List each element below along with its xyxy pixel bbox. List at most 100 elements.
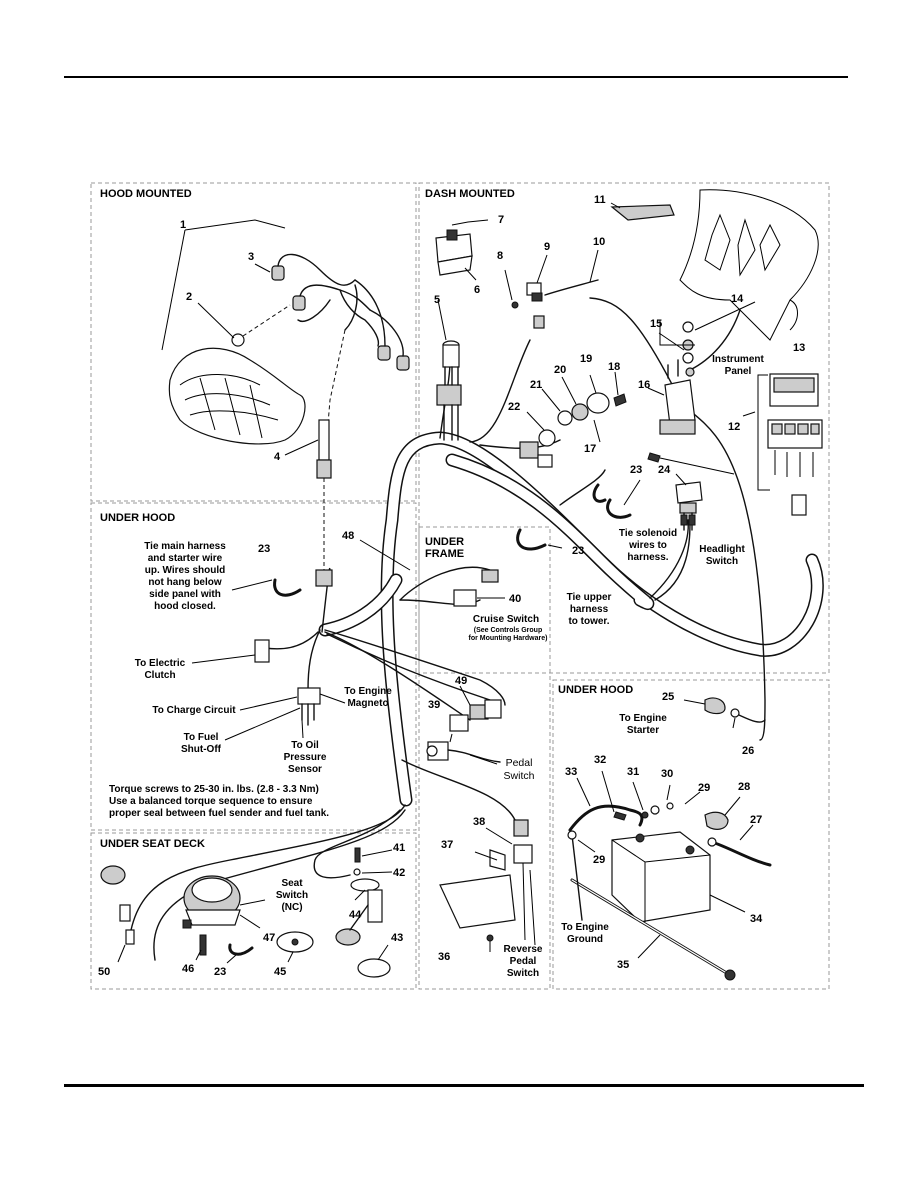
clutch-connector [254,639,270,663]
note-tie-main-4: not hang below [148,577,222,588]
callout-29a: 29 [698,782,710,794]
panel-under-seat-deck [90,832,417,990]
panel-dash-mounted [418,182,830,674]
callout-29b: 29 [593,854,605,866]
callout-36: 36 [438,951,450,963]
panel-title-under-frame-1: UNDER [425,536,464,548]
note-reverse-pedal-3: Switch [507,968,539,979]
note-cruise-ref-2: for Mounting Hardware) [469,635,548,642]
callout-30: 30 [661,768,673,780]
callout-33: 33 [565,766,577,778]
note-engine-magneto-1: To Engine [344,686,392,697]
panel-hood-mounted [90,182,417,502]
callout-44: 44 [349,909,362,921]
battery [611,831,711,923]
callout-39: 39 [428,699,440,711]
note-engine-magneto-2: Magneto [347,698,388,709]
branch-wires [129,279,766,961]
part-18 [613,393,627,407]
note-oil-pressure-1: To Oil [291,740,319,751]
callout-35: 35 [617,959,629,971]
connector-38 [513,819,529,837]
callout-11: 11 [594,194,606,206]
callout-20: 20 [554,364,566,376]
callout-numbers: 1 2 3 4 5 6 7 8 9 10 11 12 13 14 15 16 1… [98,194,805,978]
panel-title-under-hood-left: UNDER HOOD [100,512,175,524]
callout-23d: 23 [214,966,226,978]
note-fuel-shutoff-2: Shut-Off [181,744,222,755]
callout-46: 46 [182,963,194,975]
note-oil-pressure-2: Pressure [284,752,327,763]
under-hood-left-parts [191,569,346,741]
part-50 [100,865,126,885]
callout-28: 28 [738,781,750,793]
under-frame-parts [426,569,533,952]
note-oil-pressure-3: Sensor [288,764,322,775]
footer-rule [64,1084,864,1087]
callout-48: 48 [342,530,354,542]
note-tie-main-1: Tie main harness [144,541,226,552]
note-instrument-panel-1: Instrument [712,354,764,365]
note-reverse-pedal-2: Pedal [510,956,537,967]
panel-under-hood-right [552,679,830,990]
note-tie-solenoid-1: Tie solenoid [619,528,677,539]
note-headlight-switch-2: Switch [706,556,738,567]
part-8b [647,452,661,463]
note-tie-upper-2: harness [570,604,609,615]
note-instrument-panel-2: Panel [725,366,752,377]
note-engine-ground-1: To Engine [561,922,609,933]
callout-12: 12 [728,421,740,433]
annotations: Instrument Panel Tie solenoid wires to h… [109,354,765,979]
callout-23c: 23 [258,543,270,555]
callout-16: 16 [638,379,650,391]
callout-42: 42 [393,867,405,879]
callout-37: 37 [441,839,453,851]
callout-9: 9 [544,241,550,253]
part-44 [350,878,380,892]
callout-8a: 8 [497,250,503,262]
note-tie-main-5: side panel with [149,589,221,600]
callout-3: 3 [248,251,254,263]
harness-sheath [318,419,330,461]
callout-22: 22 [508,401,520,413]
part-28 [704,811,729,830]
note-electric-clutch-2: Clutch [144,670,175,681]
callout-5: 5 [434,294,440,306]
callout-40: 40 [509,593,521,605]
note-cruise-switch: Cruise Switch [473,614,539,625]
connector-17 [519,441,539,459]
part-42 [353,868,361,876]
note-pedal-switch-1: Pedal [506,757,533,769]
callout-leaders [117,202,756,964]
note-electric-clutch-1: To Electric [135,658,186,669]
part-37 [489,849,506,871]
callout-6: 6 [474,284,480,296]
note-tie-main-6: hood closed. [154,601,216,612]
note-torque-3: proper seal between fuel sender and fuel… [109,808,329,819]
note-charge-circuit: To Charge Circuit [152,705,236,716]
callout-23a: 23 [630,464,642,476]
note-reverse-pedal-1: Reverse [504,944,543,955]
callout-26: 26 [742,745,754,757]
note-fuel-shutoff-1: To Fuel [184,732,219,743]
part-21 [557,410,573,426]
callout-47: 47 [263,932,275,944]
part-49a [449,714,469,732]
note-tie-solenoid-3: harness. [627,552,668,563]
note-engine-starter-2: Starter [627,725,659,736]
bulb [231,333,245,347]
note-seat-switch-3: (NC) [281,902,302,913]
cruise-switch [453,589,477,607]
note-tie-main-3: up. Wires should [145,565,225,576]
connector-hood [315,569,333,587]
note-tie-main-2: and starter wire [148,553,223,564]
panel-under-frame [418,526,551,990]
part-41 [354,847,361,863]
part-14 [682,321,694,333]
part-38 [513,844,533,864]
note-torque-1: Torque screws to 25-30 in. lbs. (2.8 - 3… [109,784,319,795]
callout-21: 21 [530,379,542,391]
panel-title-hood-mounted: HOOD MOUNTED [100,188,192,200]
multi-connector [297,687,321,705]
note-headlight-switch-1: Headlight [699,544,745,555]
